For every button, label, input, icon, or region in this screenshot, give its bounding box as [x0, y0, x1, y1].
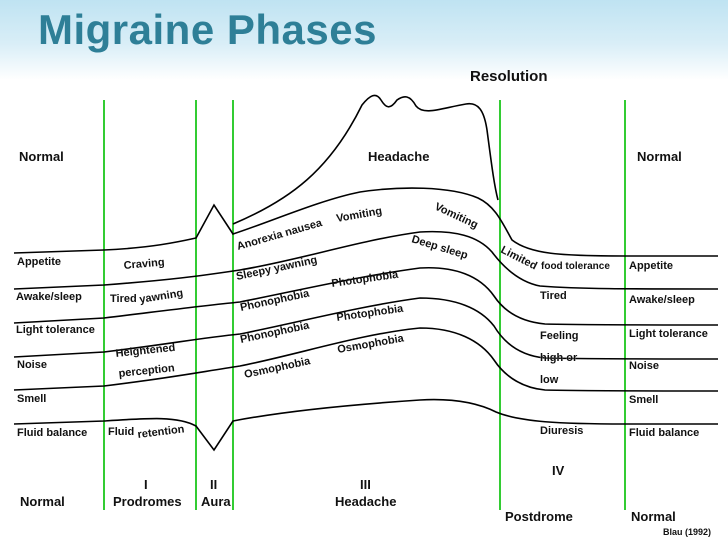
right-label-smell: Smell: [629, 394, 659, 406]
label-high-or: high or: [540, 352, 578, 364]
label-perception: perception: [118, 362, 175, 380]
label-food-tolerance: food tolerance: [541, 261, 610, 272]
phase-postdrome: Postdrome: [505, 509, 573, 524]
label-deep-sleep: Deep sleep: [410, 233, 469, 262]
left-label-awake-sleep: Awake/sleep: [16, 291, 82, 303]
phase-headache: Headache: [335, 494, 397, 509]
label-postdrome-tired: Tired: [540, 290, 567, 302]
label-tired: Tired: [110, 293, 137, 305]
header-normal-right: Normal: [637, 149, 682, 164]
phase-prodromes-number: I: [144, 477, 148, 492]
citation: Blau (1992): [663, 527, 712, 537]
header-resolution: Resolution: [470, 68, 548, 85]
right-label-light-tolerance: Light tolerance: [629, 328, 708, 340]
label-feeling: Feeling: [540, 330, 579, 342]
phase-headache-number: III: [360, 477, 371, 492]
label-retention: retention: [137, 423, 185, 441]
header-headache: Headache: [368, 149, 430, 164]
label-phonophobia-2: Phonophobia: [239, 319, 311, 346]
label-sleepy-yawning: Sleepy yawning: [235, 254, 318, 283]
page-title: Migraine Phases: [38, 6, 377, 53]
curve-noise: [13, 297, 719, 360]
label-vomiting-1: Vomiting: [335, 205, 383, 225]
label-anorexia-nausea: Anorexia nausea: [236, 217, 325, 253]
curve-fluid-balance: [13, 398, 718, 452]
left-label-appetite: Appetite: [17, 256, 61, 268]
title-banner: [0, 0, 728, 80]
label-craving: Craving: [123, 256, 165, 272]
label-photophobia-1: Photophobia: [331, 269, 400, 290]
right-label-awake-sleep: Awake/sleep: [629, 294, 695, 306]
phase-postdrome-number: IV: [552, 463, 565, 478]
right-label-appetite: Appetite: [629, 260, 673, 272]
label-osmophobia-1: Osmophobia: [243, 355, 312, 381]
phase-aura-number: II: [210, 477, 218, 492]
right-label-fluid-balance: Fluid balance: [629, 427, 700, 439]
curve-light-tolerance: [13, 266, 719, 326]
label-diuresis: Diuresis: [540, 425, 584, 437]
phase-prodromes: Prodromes: [113, 494, 182, 509]
phase-normal-right: Normal: [631, 509, 676, 524]
label-fluid: Fluid: [108, 426, 135, 438]
label-heightened: Heightened: [115, 342, 176, 360]
curve-headache-intensity: [232, 94, 499, 225]
curve-smell: [13, 327, 719, 392]
curve-awake-sleep: [13, 230, 719, 290]
phase-normal-left: Normal: [20, 494, 65, 509]
left-label-fluid-balance: Fluid balance: [17, 427, 88, 439]
label-low: low: [540, 374, 559, 386]
label-yawning: yawning: [139, 287, 184, 306]
left-label-noise: Noise: [17, 359, 47, 371]
label-limited: Limited: [499, 244, 539, 272]
label-vomiting-2: Vomiting: [433, 201, 480, 231]
left-label-smell: Smell: [17, 393, 47, 405]
phase-aura: Aura: [201, 494, 231, 509]
label-phonophobia-1: Phonophobia: [239, 287, 311, 314]
right-label-noise: Noise: [629, 360, 659, 372]
header-normal-left: Normal: [19, 149, 64, 164]
left-label-light-tolerance: Light tolerance: [16, 324, 95, 336]
curve-appetite: [13, 187, 718, 257]
